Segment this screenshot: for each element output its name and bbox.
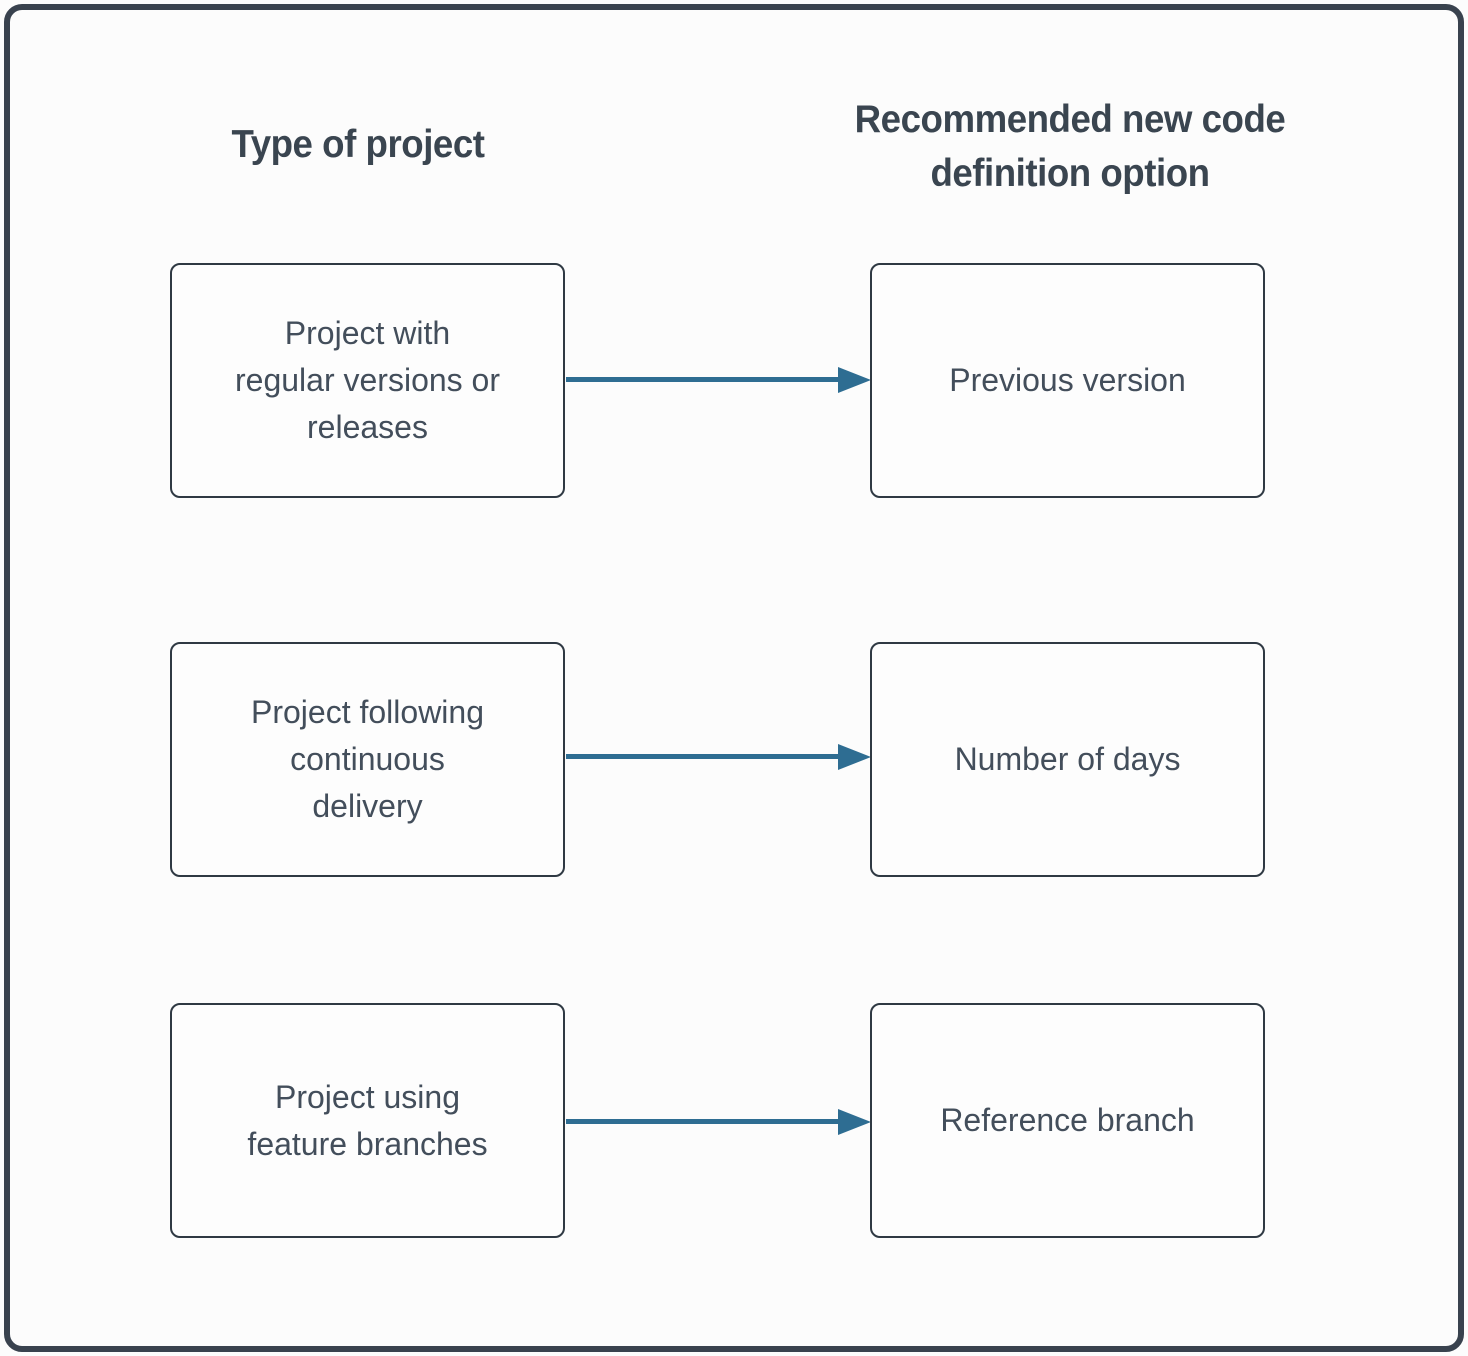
recommendation-box-previous-version: Previous version (870, 263, 1265, 498)
arrow-shaft (566, 1119, 839, 1124)
project-type-box-feature-branches: Project using feature branches (170, 1003, 565, 1238)
arrow-right-icon (566, 1109, 871, 1135)
box-label: Reference branch (940, 1102, 1195, 1138)
arrow-shaft (566, 377, 839, 382)
box-label: Project with regular versions or release… (235, 315, 500, 445)
box-label: Previous version (949, 362, 1186, 398)
arrow-head (838, 744, 871, 770)
column-header-recommended-option: Recommended new code definition option (854, 98, 1286, 195)
arrow-right-icon (566, 367, 871, 393)
box-label: Project following continuous delivery (251, 694, 484, 824)
project-type-box-continuous-delivery: Project following continuous delivery (170, 642, 565, 877)
box-label: Project using feature branches (247, 1078, 488, 1162)
box-label: Number of days (954, 741, 1181, 777)
recommendation-box-number-of-days: Number of days (870, 642, 1265, 877)
column-header-type-of-project: Type of project (231, 123, 485, 166)
project-type-box-regular-versions: Project with regular versions or release… (170, 263, 565, 498)
arrow-head (838, 1109, 871, 1135)
recommendation-box-reference-branch: Reference branch (870, 1003, 1265, 1238)
diagram-border (4, 4, 1464, 1352)
arrow-head (838, 367, 871, 393)
arrow-right-icon (566, 744, 871, 770)
arrow-shaft (566, 754, 839, 759)
